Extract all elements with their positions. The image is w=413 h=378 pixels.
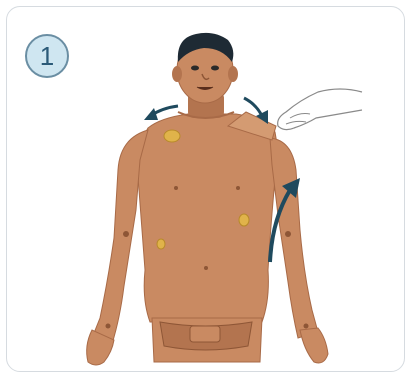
assisting-hand xyxy=(278,89,362,130)
chest-marker-left xyxy=(174,186,178,190)
right-elbow-joint xyxy=(285,231,291,237)
left-wrist-joint xyxy=(106,324,111,329)
manikin-torso xyxy=(136,114,278,322)
manikin-right-ear xyxy=(228,66,238,82)
manikin-left-ear xyxy=(172,66,182,82)
shoulder-pad xyxy=(164,130,180,142)
chest-marker-right xyxy=(236,186,240,190)
manikin-right-hand xyxy=(300,328,328,363)
abdomen-port xyxy=(157,239,165,249)
pelvis-clip xyxy=(190,326,220,342)
left-elbow-joint xyxy=(123,231,129,237)
manikin-left-arm xyxy=(92,130,148,344)
right-wrist-joint xyxy=(304,324,309,329)
manikin-left-eye xyxy=(191,66,199,71)
manikin-right-eye xyxy=(211,66,219,71)
manikin-right-arm xyxy=(270,138,318,338)
side-port xyxy=(239,214,249,226)
navel xyxy=(204,266,208,270)
